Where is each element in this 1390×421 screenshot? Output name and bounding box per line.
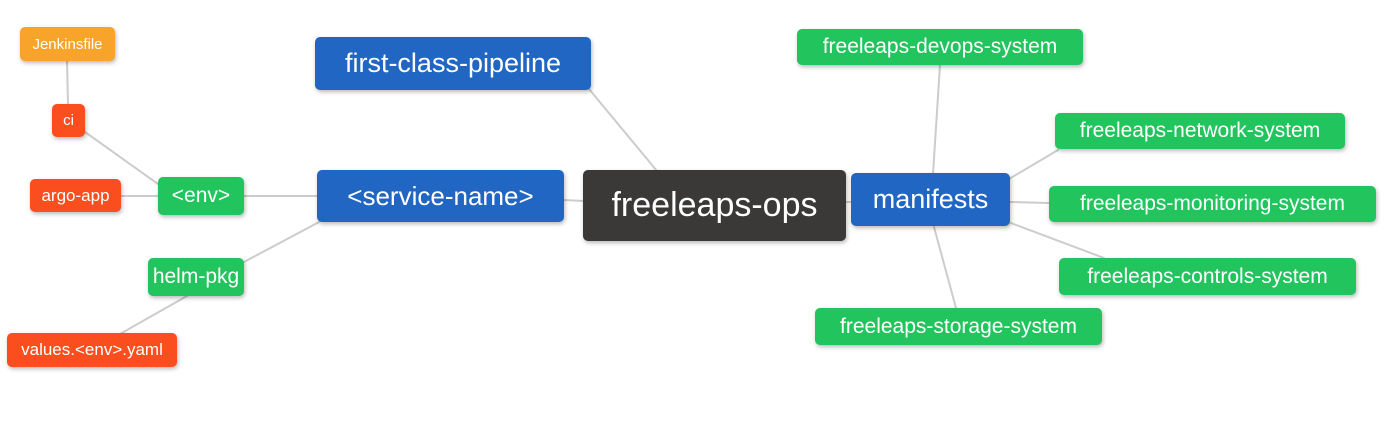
node-ci[interactable]: ci — [52, 104, 85, 137]
edge-manifests-network — [1008, 149, 1059, 180]
node-manifests[interactable]: manifests — [851, 173, 1010, 226]
edge-ci-env — [84, 131, 159, 185]
edge-pipeline-root — [588, 88, 658, 172]
node-freeleaps-monitoring-system[interactable]: freeleaps-monitoring-system — [1049, 186, 1376, 222]
node-helm-pkg[interactable]: helm-pkg — [148, 258, 244, 296]
edge-manifests-monitoring — [1009, 201, 1050, 204]
node-argo-app[interactable]: argo-app — [30, 179, 121, 212]
node-freeleaps-ops-root[interactable]: freeleaps-ops — [583, 170, 846, 241]
edge-helm-pkg-values — [119, 295, 188, 335]
edge-manifests-controls — [1010, 222, 1105, 259]
edge-service-name-helm-pkg — [243, 220, 322, 263]
node-freeleaps-devops-system[interactable]: freeleaps-devops-system — [797, 29, 1083, 65]
node-values-env-yaml[interactable]: values.<env>.yaml — [7, 333, 177, 367]
edge-manifests-storage — [933, 226, 957, 309]
node-freeleaps-controls-system[interactable]: freeleaps-controls-system — [1059, 258, 1356, 295]
node-freeleaps-network-system[interactable]: freeleaps-network-system — [1055, 113, 1345, 149]
node-freeleaps-storage-system[interactable]: freeleaps-storage-system — [815, 308, 1102, 345]
edge-manifests-devops — [932, 64, 941, 175]
edge-service-name-root — [562, 199, 585, 202]
node-service-name[interactable]: <service-name> — [317, 170, 564, 222]
node-first-class-pipeline[interactable]: first-class-pipeline — [315, 37, 591, 90]
edge-jenkinsfile-ci — [66, 59, 69, 106]
node-env[interactable]: <env> — [158, 177, 244, 215]
node-jenkinsfile[interactable]: Jenkinsfile — [20, 27, 115, 61]
